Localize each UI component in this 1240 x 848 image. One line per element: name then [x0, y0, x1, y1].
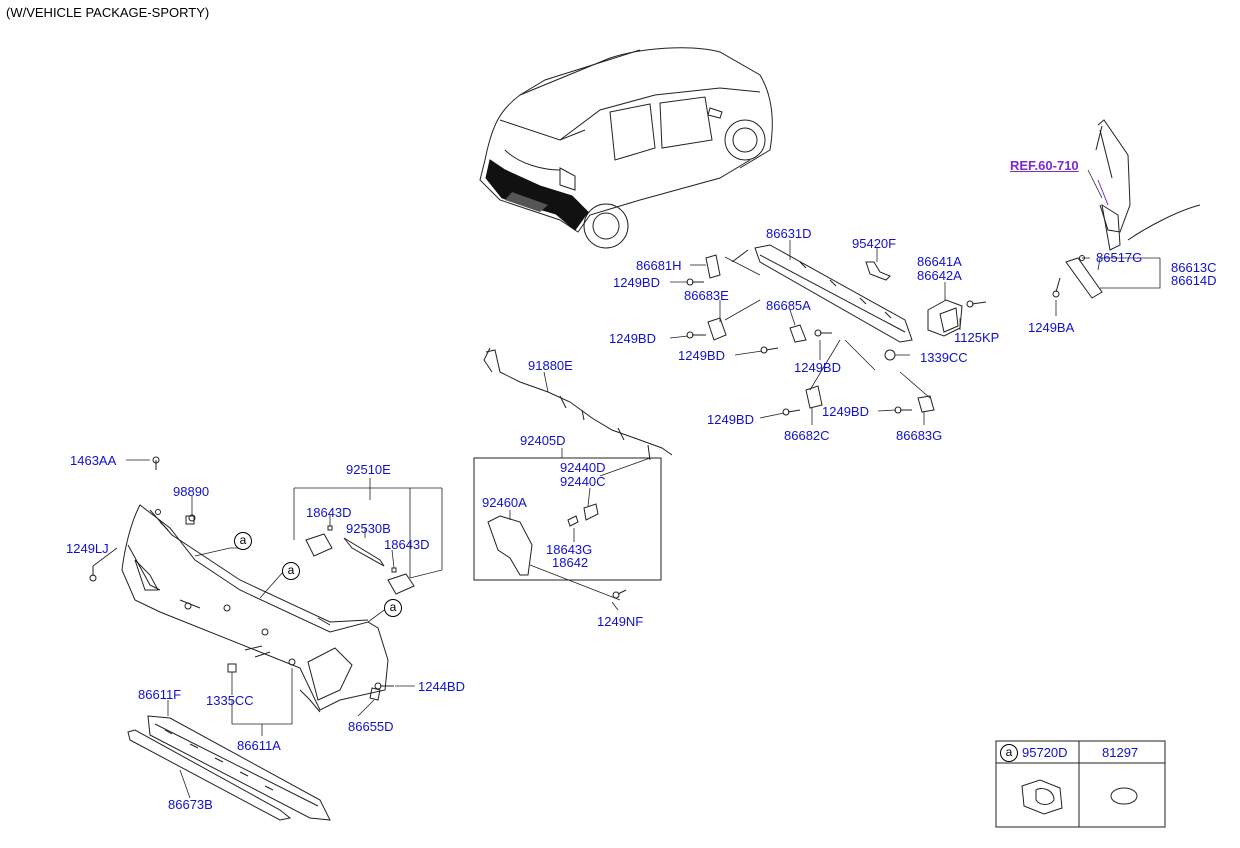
part-label-1249BD[interactable]: 1249BD: [794, 360, 841, 375]
part-label-1249BA[interactable]: 1249BA: [1028, 320, 1075, 335]
legend-part-81297[interactable]: 81297: [1102, 745, 1139, 760]
rear-bumper-cover: [121, 504, 389, 713]
part-label-86631D[interactable]: 86631D: [766, 226, 812, 241]
reflector-right: [387, 573, 415, 595]
part-label-92460A[interactable]: 92460A: [482, 495, 527, 510]
clip-98890: [185, 515, 195, 525]
side-bracket: [1065, 119, 1201, 299]
callout-marker-a: a: [384, 599, 402, 617]
bracket-95420F: [865, 261, 891, 281]
wiring-harness: [485, 349, 673, 456]
part-label-1463AA[interactable]: 1463AA: [70, 453, 117, 468]
part-label-1249BD[interactable]: 1249BD: [613, 275, 660, 290]
part-label-98890[interactable]: 98890: [173, 484, 210, 499]
legend-part-95720D[interactable]: 95720D: [1022, 745, 1068, 760]
part-label-91880E[interactable]: 91880E: [528, 358, 573, 373]
part-label-95420F[interactable]: 95420F: [852, 236, 897, 251]
part-label-1249NF[interactable]: 1249NF: [597, 614, 644, 629]
part-label-1244BD[interactable]: 1244BD: [418, 679, 465, 694]
part-label-92440D[interactable]: 92440D: [560, 460, 606, 475]
part-label-86611F[interactable]: 86611F: [138, 687, 182, 702]
grommet-18643G: [567, 515, 579, 527]
part-label-86613C[interactable]: 86613C: [1171, 260, 1217, 275]
part-label-86683G[interactable]: 86683G: [896, 428, 943, 443]
bracket-86681H: [705, 254, 721, 279]
part-label-18642[interactable]: 18642: [552, 555, 589, 570]
callout-marker-a: a: [234, 532, 252, 550]
part-label-1125KP[interactable]: 1125KP: [954, 330, 1000, 345]
clip-1335CC: [227, 663, 237, 673]
bolts: [89, 277, 1061, 690]
part-label-18643D[interactable]: 18643D: [306, 505, 352, 520]
part-label-86642A[interactable]: 86642A: [917, 268, 962, 283]
part-label-92530B[interactable]: 92530B: [346, 521, 391, 536]
reflector-left: [305, 533, 333, 557]
part-label-86655D[interactable]: 86655D: [348, 719, 394, 734]
ref-link-60-710[interactable]: REF.60-710: [1010, 158, 1079, 173]
leader-lines: [92, 169, 1161, 799]
part-label-86682C[interactable]: 86682C: [784, 428, 830, 443]
sensor-bezel-92460A: [487, 515, 533, 576]
clip-18643D: [327, 525, 333, 531]
ref-arrow: [1097, 179, 1109, 206]
part-label-1249BD[interactable]: 1249BD: [707, 412, 754, 427]
part-label-86683E[interactable]: 86683E: [684, 288, 729, 303]
callout-marker-a: a: [282, 562, 300, 580]
car-illustration: [479, 47, 773, 249]
part-label-92510E[interactable]: 92510E: [346, 462, 391, 477]
bracket-86683G: [917, 395, 935, 413]
harness-branches: [559, 395, 651, 461]
part-label-86685A[interactable]: 86685A: [766, 298, 811, 313]
grommet-81297-image: [1110, 787, 1138, 805]
part-label-18643G[interactable]: 18643G: [546, 542, 593, 557]
part-label-1249LJ[interactable]: 1249LJ: [66, 541, 109, 556]
part-label-1249BD[interactable]: 1249BD: [822, 404, 869, 419]
part-label-18643D[interactable]: 18643D: [384, 537, 430, 552]
part-label-1339CC[interactable]: 1339CC: [920, 350, 968, 365]
bracket-86682C: [805, 385, 823, 409]
part-label-86517G[interactable]: 86517G: [1096, 250, 1143, 265]
reflector-lamp-92530B: [343, 537, 385, 567]
part-label-1335CC[interactable]: 1335CC: [206, 693, 254, 708]
part-label-86614D[interactable]: 86614D: [1171, 273, 1217, 288]
part-label-1249BD[interactable]: 1249BD: [609, 331, 656, 346]
part-label-86641A[interactable]: 86641A: [917, 254, 962, 269]
sensor-92440C: [583, 503, 599, 521]
part-label-92440C[interactable]: 92440C: [560, 474, 606, 489]
part-label-92405D[interactable]: 92405D: [520, 433, 566, 448]
page-title: (W/VEHICLE PACKAGE-SPORTY): [6, 5, 210, 20]
legend-table: [995, 740, 1166, 828]
part-label-1249BD[interactable]: 1249BD: [678, 348, 725, 363]
rear-diffuser: [127, 715, 331, 821]
rear-beam: [731, 244, 913, 343]
harness-connector: [483, 347, 493, 373]
part-label-86681H[interactable]: 86681H: [636, 258, 682, 273]
sensor-95720D-image: [1021, 779, 1063, 815]
part-label-86611A[interactable]: 86611A: [237, 738, 281, 753]
part-label-86673B[interactable]: 86673B: [168, 797, 213, 812]
clip-18643D-b: [391, 567, 397, 573]
bracket-86685A: [789, 324, 807, 343]
legend-marker-a: a: [1000, 744, 1018, 762]
bracket-86683E: [707, 317, 727, 341]
clip-86655D: [369, 687, 381, 701]
nut-1339CC: [884, 349, 896, 361]
